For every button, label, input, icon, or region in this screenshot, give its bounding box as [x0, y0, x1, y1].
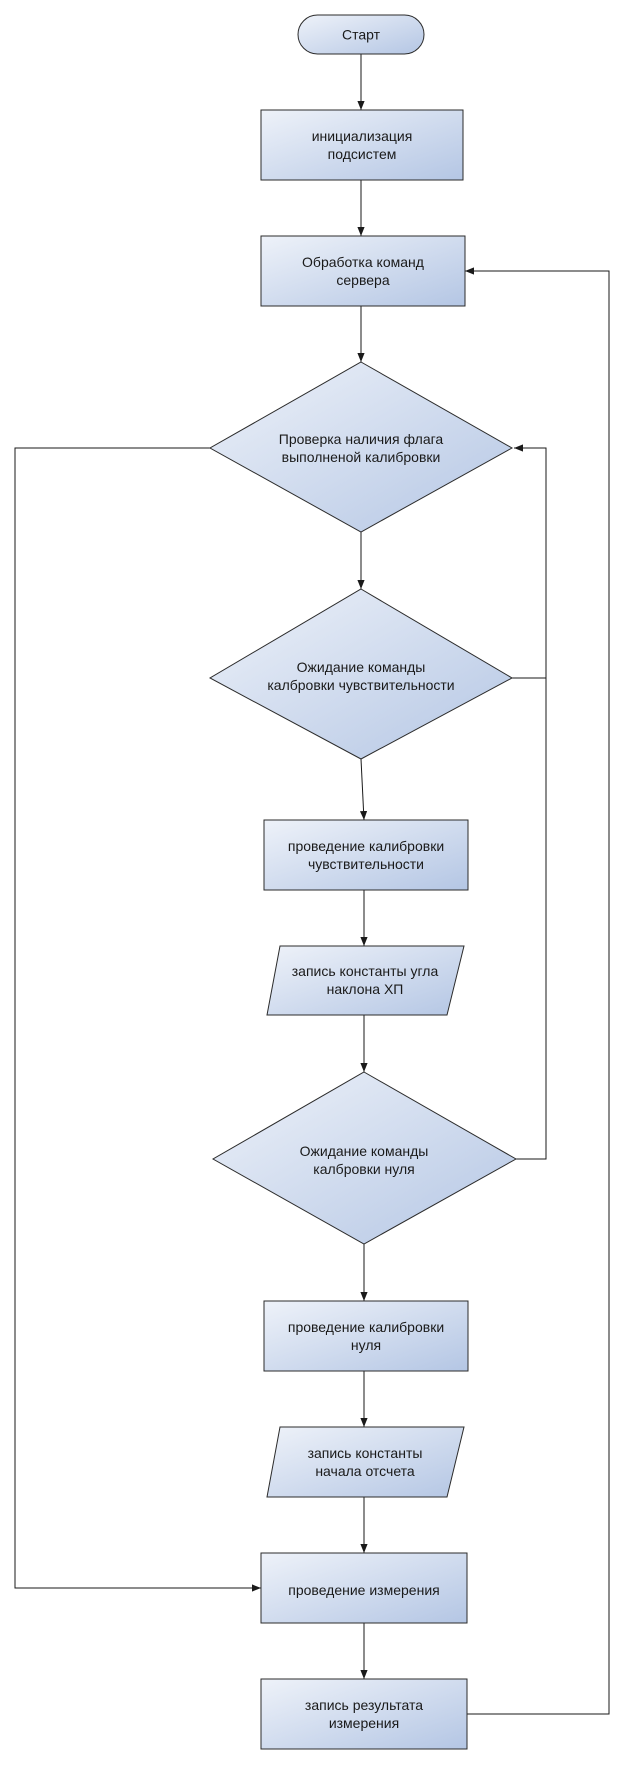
node-text-line: калбровки нуля — [313, 1161, 414, 1177]
node-text: Проверка наличия флага выполненой калибро… — [279, 431, 444, 465]
node-text: запись константы угла наклона ХП — [292, 963, 439, 997]
sensitivity-calibration-box: проведение калибровки чувствительности — [263, 819, 469, 891]
node-text: запись константы начала отсчета — [308, 1445, 423, 1479]
zero-calibration-box: проведение калибровки нуля — [263, 1300, 469, 1372]
node-text-line: Проверка наличия флага — [279, 431, 444, 447]
node-text-line: проведение калибровки — [288, 838, 444, 854]
edge-check-flag-set-to-measure — [14, 447, 261, 1592]
node-text-line: запись результата — [305, 1697, 423, 1713]
node-text-line: проведение измерения — [288, 1582, 439, 1598]
node-text: проведение измерения — [288, 1582, 439, 1598]
write-result-box: запись результата измерения — [260, 1678, 468, 1750]
node-text-line: чувствительности — [308, 856, 424, 872]
init-subsystems-box: инициализация подсистем — [260, 109, 464, 181]
node-text-line: сервера — [336, 272, 389, 288]
node-text: инициализация подсистем — [312, 128, 413, 162]
node-text-line: Старт — [342, 27, 381, 43]
node-text: Ожидание команды калбровки чувствительнос… — [267, 659, 454, 693]
node-text-line: запись константы — [308, 1445, 423, 1461]
write-slope-constant-io: запись константы угла наклона ХП — [266, 945, 465, 1016]
wait-zero-command-decision: Ожидание команды калбровки нуля — [211, 1071, 518, 1245]
node-text-line: Обработка команд — [302, 254, 424, 270]
node-text: проведение калибровки нуля — [288, 1319, 444, 1353]
node-text: проведение калибровки чувствительности — [288, 838, 444, 872]
write-origin-constant-io: запись константы начала отсчета — [266, 1426, 465, 1498]
node-text-line: Ожидание команды — [297, 659, 426, 675]
node-text-line: калбровки чувствительности — [267, 677, 454, 693]
node-text: запись результата измерения — [305, 1697, 423, 1731]
process-server-commands-box: Обработка команд сервера — [260, 235, 466, 307]
node-text-line: запись константы угла — [292, 963, 439, 979]
node-text-line: начала отсчета — [315, 1463, 415, 1479]
edge-wait-zero-loop — [516, 678, 547, 1160]
node-text: Обработка команд сервера — [302, 254, 424, 288]
wait-sensitivity-command-decision: Ожидание команды калбровки чувствительнос… — [208, 588, 514, 760]
start-terminator: Старт — [297, 14, 425, 55]
edge-wait-sens-loop — [512, 444, 547, 679]
node-text-line: нуля — [351, 1337, 381, 1353]
node-text-line: инициализация — [312, 128, 413, 144]
edge-result-loop-to-process — [465, 267, 610, 1715]
node-text-line: проведение калибровки — [288, 1319, 444, 1335]
check-calibration-flag-decision: Проверка наличия флага выполненой калибро… — [208, 361, 514, 533]
node-text-line: измерения — [329, 1715, 399, 1731]
node-text: Ожидание команды калбровки нуля — [300, 1143, 429, 1177]
node-text-line: подсистем — [328, 146, 397, 162]
measurement-box: проведение измерения — [260, 1552, 468, 1624]
edge-wait-sens-do-sens — [359, 758, 368, 821]
node-text: Старт — [342, 27, 381, 43]
node-text-line: выполненой калибровки — [282, 449, 441, 465]
node-text-line: Ожидание команды — [300, 1143, 429, 1159]
connectors — [14, 54, 610, 1715]
node-text-line: наклона ХП — [327, 981, 404, 997]
